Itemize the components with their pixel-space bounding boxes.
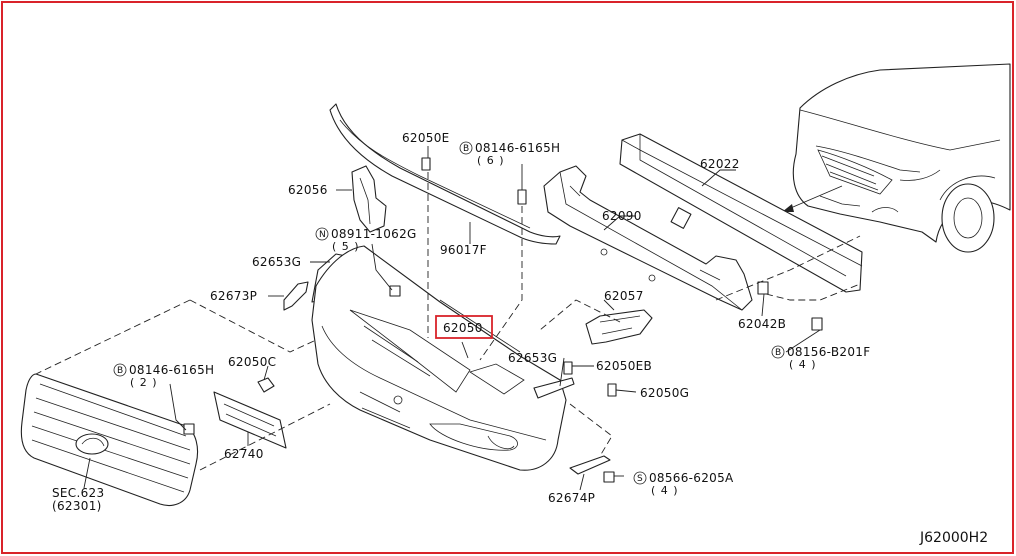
label-08146-6165H-top: 08146-6165H	[475, 141, 560, 155]
vehicle-outline	[792, 63, 1011, 253]
label-62653G-right: 62653G	[508, 351, 557, 365]
highlight-box-62050	[435, 315, 493, 339]
part-62022-reinforcement	[619, 133, 863, 293]
label-62057: 62057	[604, 289, 644, 303]
diagram-code: J62000H2	[919, 530, 988, 546]
grille-sec623	[20, 373, 199, 507]
nut-n-symbol: N	[319, 230, 326, 240]
vehicle-pointer-arrow	[785, 185, 843, 211]
label-62673P: 62673P	[210, 289, 257, 303]
label-62740: 62740	[224, 447, 264, 461]
qty-4-b: ( 4 )	[651, 484, 679, 497]
fasteners	[183, 157, 823, 483]
part-62740-plate-bracket	[213, 391, 287, 449]
qty-4-a: ( 4 )	[789, 358, 817, 371]
label-62022: 62022	[700, 157, 740, 171]
label-08911-1062G: 08911-1062G	[331, 227, 417, 241]
leader-lines	[83, 146, 821, 491]
qty-2: ( 2 )	[130, 376, 158, 389]
label-62050E: 62050E	[402, 131, 450, 145]
label-sec623-sub: (62301)	[52, 499, 102, 513]
dashed-guides	[35, 172, 861, 471]
label-62050C: 62050C	[228, 355, 276, 369]
label-62042B: 62042B	[738, 317, 786, 331]
part-62674P	[569, 455, 611, 475]
label-62050[interactable]: 62050	[443, 321, 483, 335]
qty-6: ( 6 )	[477, 154, 505, 167]
label-08566-6205A: 08566-6205A	[649, 471, 734, 485]
symbol-circles: B N B B S	[113, 141, 785, 485]
part-62673P	[283, 281, 309, 311]
qty-5: ( 5 )	[332, 240, 360, 253]
label-62050EB: 62050EB	[596, 359, 652, 373]
callout-labels: 62050E 08146-6165H ( 6 ) 62056 62022 620…	[52, 131, 988, 546]
arrow-head-icon	[782, 204, 794, 212]
part-96017F-strip	[329, 103, 561, 245]
bolt-b-symbol-right: B	[775, 348, 781, 358]
label-62674P: 62674P	[548, 491, 595, 505]
label-62056: 62056	[288, 183, 328, 197]
label-62653G-left: 62653G	[252, 255, 301, 269]
label-sec623: SEC.623	[52, 486, 104, 500]
part-62057-bracket	[585, 309, 653, 345]
part-62090-absorber	[543, 165, 753, 311]
bolt-b-symbol-left: B	[117, 366, 123, 376]
bolt-b-symbol: B	[463, 144, 469, 154]
part-62056-bracket	[351, 165, 387, 233]
clip-62050C	[257, 377, 275, 393]
label-08156-B201F: 08156-B201F	[787, 345, 870, 359]
label-96017F: 96017F	[440, 243, 487, 257]
screw-s-symbol: S	[637, 474, 643, 484]
label-08146-6165H-left: 08146-6165H	[129, 363, 214, 377]
label-62090: 62090	[602, 209, 642, 223]
part-62050-fascia	[311, 245, 567, 471]
label-62050G: 62050G	[640, 386, 689, 400]
part-62653G-right	[533, 377, 575, 399]
